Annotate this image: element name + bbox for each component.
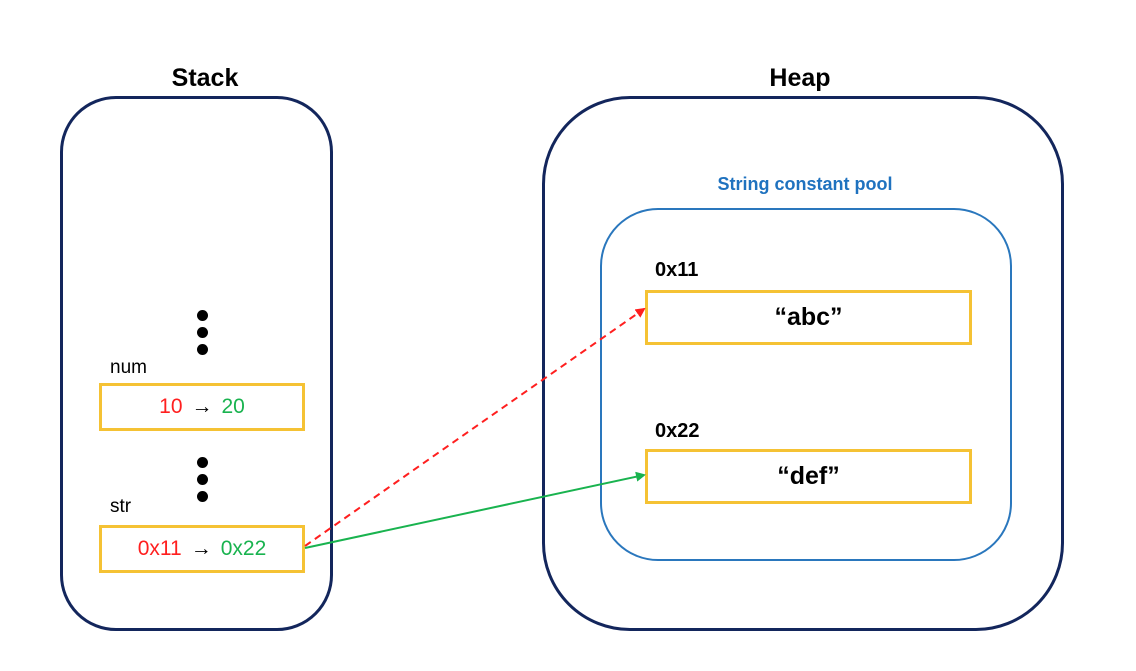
pool-value-cell: “abc”: [645, 290, 972, 345]
ellipsis-dots-icon: [195, 457, 209, 508]
str-new-value: 0x22: [220, 537, 267, 560]
string-pool-title: String constant pool: [717, 174, 893, 194]
ellipsis-dots-icon: [195, 310, 209, 361]
stack-title: Stack: [171, 64, 239, 92]
right-arrow-icon: →: [190, 537, 212, 560]
right-arrow-icon: →: [191, 395, 213, 418]
pool-address-label: 0x11: [655, 259, 699, 281]
num-old-value: 10: [159, 395, 183, 418]
str-old-value: 0x11: [137, 537, 182, 560]
pool-value-cell: “def”: [645, 449, 972, 504]
num-variable-cell: 10 → 20: [99, 383, 305, 431]
str-variable-label: str: [110, 496, 132, 517]
str-variable-cell: 0x11 → 0x22: [99, 525, 305, 573]
num-new-value: 20: [221, 395, 245, 418]
heap-title: Heap: [769, 64, 831, 92]
num-variable-label: num: [110, 357, 147, 378]
pool-address-label: 0x22: [655, 420, 700, 442]
